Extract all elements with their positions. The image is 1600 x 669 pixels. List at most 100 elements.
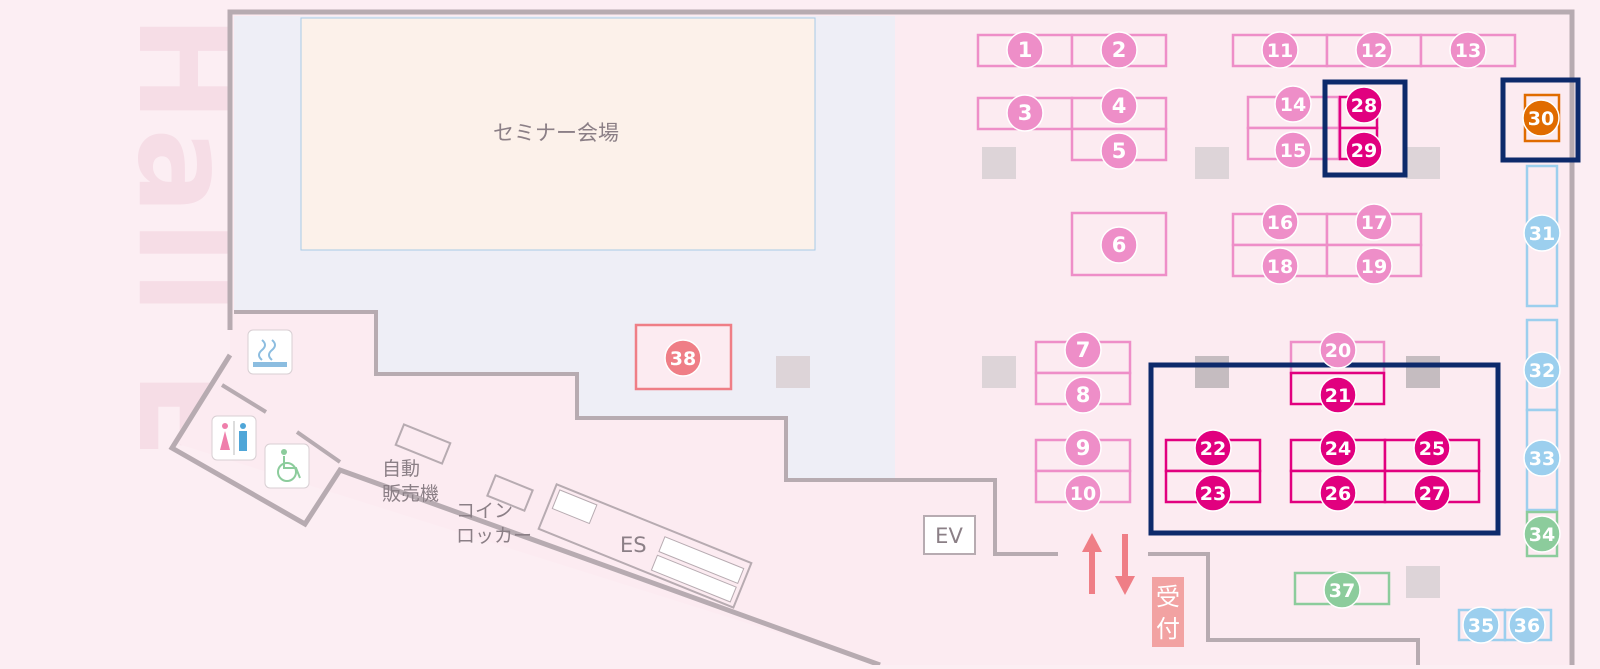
booth-marker[interactable]	[1462, 606, 1500, 644]
booth-number: 22	[1200, 438, 1226, 460]
booth-4[interactable]: 4	[1100, 87, 1138, 125]
booth-20[interactable]: 20	[1319, 331, 1357, 369]
booth-number: 10	[1070, 483, 1096, 505]
booth-13[interactable]: 13	[1449, 31, 1487, 69]
booth-19[interactable]: 19	[1355, 247, 1393, 285]
booth-3[interactable]: 3	[1006, 94, 1044, 132]
booth-marker[interactable]	[1345, 86, 1383, 124]
booth-number: 11	[1267, 40, 1293, 62]
booth-1[interactable]: 1	[1006, 31, 1044, 69]
booth-number: 18	[1267, 256, 1293, 278]
booth-marker[interactable]	[1319, 474, 1357, 512]
vending-machine	[394, 423, 452, 465]
booth-marker[interactable]	[1006, 94, 1044, 132]
booth-marker[interactable]	[1355, 203, 1393, 241]
booth-27[interactable]: 27	[1413, 474, 1451, 512]
booth-marker[interactable]	[1523, 515, 1561, 553]
booth-number: 20	[1325, 340, 1351, 362]
booth-36[interactable]: 36	[1508, 606, 1546, 644]
booth-marker[interactable]	[1345, 131, 1383, 169]
booth-23[interactable]: 23	[1194, 474, 1232, 512]
booth-marker[interactable]	[1508, 606, 1546, 644]
booth-12[interactable]: 12	[1355, 31, 1393, 69]
smoking-area-icon	[247, 329, 293, 375]
booth-15[interactable]: 15	[1274, 131, 1312, 169]
booth-6[interactable]: 6	[1100, 226, 1138, 264]
booth-26[interactable]: 26	[1319, 474, 1357, 512]
booth-marker[interactable]	[1100, 226, 1138, 264]
booth-marker[interactable]	[1261, 247, 1299, 285]
booth-marker[interactable]	[1274, 131, 1312, 169]
booth-marker[interactable]	[1006, 31, 1044, 69]
booth-28[interactable]: 28	[1345, 86, 1383, 124]
coin-locker	[486, 474, 534, 512]
booth-16[interactable]: 16	[1261, 203, 1299, 241]
booth-marker[interactable]	[1100, 31, 1138, 69]
booth-marker[interactable]	[1261, 31, 1299, 69]
booth-marker[interactable]	[1522, 99, 1560, 137]
booth-7[interactable]: 7	[1064, 331, 1102, 369]
reception-label-2: 付	[1156, 615, 1180, 643]
booth-14[interactable]: 14	[1274, 85, 1312, 123]
highlight-frame-21-27	[1148, 362, 1501, 536]
booth-8[interactable]: 8	[1064, 376, 1102, 414]
booth-marker[interactable]	[1523, 351, 1561, 389]
corridor-wall-right	[1148, 552, 1420, 665]
seminar-hall-label: セミナー会場	[493, 121, 619, 145]
booth-34[interactable]: 34	[1523, 515, 1561, 553]
booth-marker[interactable]	[1449, 31, 1487, 69]
booth-31[interactable]: 31	[1523, 214, 1561, 252]
booth-21[interactable]: 21	[1319, 376, 1357, 414]
booth-10[interactable]: 10	[1064, 474, 1102, 512]
booth-marker[interactable]	[1323, 571, 1361, 609]
booth-2[interactable]: 2	[1100, 31, 1138, 69]
booth-number: 36	[1514, 615, 1540, 637]
booth-marker[interactable]	[1261, 203, 1299, 241]
booth-marker[interactable]	[1064, 474, 1102, 512]
booth-marker[interactable]	[1319, 429, 1357, 467]
down-arrow-icon	[1115, 534, 1135, 595]
booth-number: 33	[1529, 448, 1555, 470]
booth-9[interactable]: 9	[1064, 429, 1102, 467]
highlight-frame-28-29	[1322, 79, 1408, 178]
booth-number: 8	[1076, 383, 1091, 407]
booth-32[interactable]: 32	[1523, 351, 1561, 389]
booth-25[interactable]: 25	[1413, 429, 1451, 467]
booth-marker[interactable]	[1100, 132, 1138, 170]
seminar-hall[interactable]	[300, 17, 816, 251]
booth-30[interactable]: 30	[1522, 99, 1560, 137]
booth-11[interactable]: 11	[1261, 31, 1299, 69]
booth-marker[interactable]	[1355, 31, 1393, 69]
booth-marker[interactable]	[1064, 376, 1102, 414]
booth-marker[interactable]	[1064, 429, 1102, 467]
booth-marker[interactable]	[1413, 429, 1451, 467]
booth-marker[interactable]	[664, 339, 702, 377]
booth-17[interactable]: 17	[1355, 203, 1393, 241]
booth-marker[interactable]	[1194, 474, 1232, 512]
booth-marker[interactable]	[1100, 87, 1138, 125]
booth-number: 32	[1529, 360, 1555, 382]
booth-37[interactable]: 37	[1323, 571, 1361, 609]
booth-24[interactable]: 24	[1319, 429, 1357, 467]
booth-5[interactable]: 5	[1100, 132, 1138, 170]
booth-18[interactable]: 18	[1261, 247, 1299, 285]
booth-29[interactable]: 29	[1345, 131, 1383, 169]
booth-35[interactable]: 35	[1462, 606, 1500, 644]
booth-number: 14	[1280, 94, 1306, 116]
booth-marker[interactable]	[1319, 331, 1357, 369]
booth-marker[interactable]	[1064, 331, 1102, 369]
outer-wall-lower	[168, 353, 881, 668]
booth-marker[interactable]	[1523, 214, 1561, 252]
booth-marker[interactable]	[1355, 247, 1393, 285]
reception-sign[interactable]	[1152, 577, 1184, 647]
booth-marker[interactable]	[1319, 376, 1357, 414]
booth-marker[interactable]	[1523, 439, 1561, 477]
booth-38[interactable]: 38	[664, 339, 702, 377]
booth-marker[interactable]	[1274, 85, 1312, 123]
booth-marker[interactable]	[1413, 474, 1451, 512]
booth-marker[interactable]	[1194, 429, 1232, 467]
booth-22[interactable]: 22	[1194, 429, 1232, 467]
reception-label-1: 受	[1156, 583, 1180, 611]
booth-33[interactable]: 33	[1523, 439, 1561, 477]
